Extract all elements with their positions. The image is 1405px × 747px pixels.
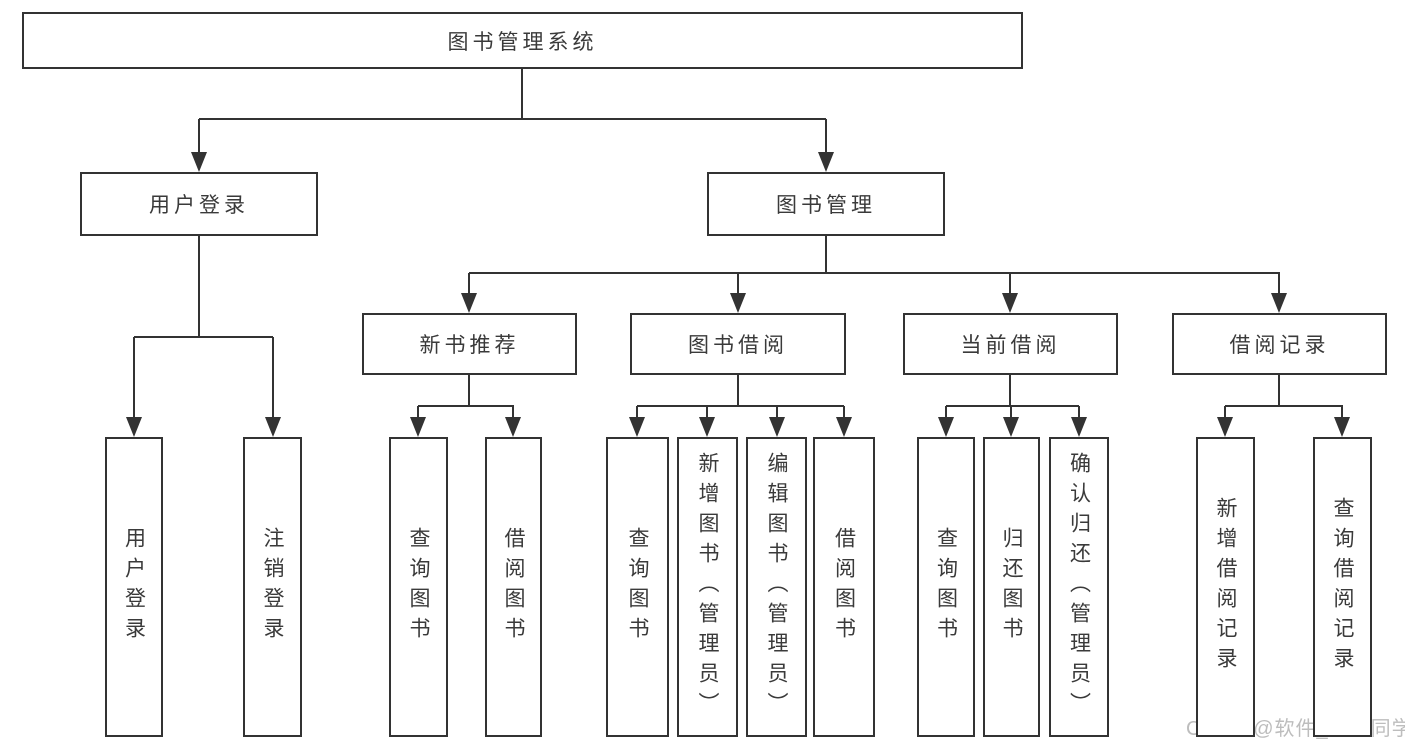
user-login-label: 用户登录 <box>149 194 249 217</box>
connector-line <box>1225 405 1343 407</box>
nbr-query-book-box: 查询图书 <box>389 437 448 737</box>
br-query-record-label: 查询借阅记录 <box>1331 497 1354 677</box>
nbr-borrow-book-box: 借阅图书 <box>485 437 542 737</box>
book-management-label: 图书管理 <box>776 194 876 217</box>
connector-line <box>945 406 947 417</box>
book-borrowing-box: 图书借阅 <box>630 313 846 375</box>
connector-line <box>843 406 845 417</box>
user-login-box: 用户登录 <box>80 172 318 236</box>
bb-edit-book-admin-label: 编辑图书（管理员） <box>765 452 788 722</box>
bb-borrow-book-box: 借阅图书 <box>813 437 875 737</box>
cb-query-book-label: 查询图书 <box>934 527 958 647</box>
arrow-down-icon <box>505 417 521 437</box>
br-query-record-box: 查询借阅记录 <box>1313 437 1372 737</box>
connector-line <box>417 406 419 417</box>
connector-line <box>469 272 1280 274</box>
arrow-down-icon <box>1071 417 1087 437</box>
connector-line <box>468 273 470 293</box>
connector-line <box>198 236 200 337</box>
arrow-down-icon <box>410 417 426 437</box>
bb-borrow-book-label: 借阅图书 <box>832 527 856 647</box>
connector-line <box>1010 406 1012 417</box>
arrow-down-icon <box>938 417 954 437</box>
borrowing-records-box: 借阅记录 <box>1172 313 1387 375</box>
arrow-down-icon <box>191 152 207 172</box>
book-borrowing-label: 图书借阅 <box>688 334 788 357</box>
arrow-down-icon <box>818 152 834 172</box>
arrow-down-icon <box>461 293 477 313</box>
connector-line <box>418 405 514 407</box>
arrow-down-icon <box>265 417 281 437</box>
br-add-record-box: 新增借阅记录 <box>1196 437 1255 737</box>
connector-line <box>737 273 739 293</box>
new-book-recommend-box: 新书推荐 <box>362 313 577 375</box>
cb-confirm-return-admin-box: 确认归还（管理员） <box>1049 437 1109 737</box>
cb-query-book-box: 查询图书 <box>917 437 975 737</box>
bb-query-book-label: 查询图书 <box>626 527 649 647</box>
connector-line <box>521 69 523 119</box>
arrow-down-icon <box>836 417 852 437</box>
arrow-down-icon <box>1002 293 1018 313</box>
current-borrowing-box: 当前借阅 <box>903 313 1118 375</box>
connector-line <box>1224 406 1226 417</box>
connector-line <box>1078 406 1080 417</box>
arrow-down-icon <box>629 417 645 437</box>
book-management-box: 图书管理 <box>707 172 945 236</box>
connector-line <box>737 375 739 406</box>
user-login-leaf-box: 用户登录 <box>105 437 163 737</box>
logout-leaf-label: 注销登录 <box>261 527 284 647</box>
connector-line <box>272 337 274 417</box>
connector-line <box>133 337 135 417</box>
connector-line <box>1278 375 1280 406</box>
connector-line <box>825 236 827 273</box>
connector-line <box>198 119 200 152</box>
current-borrowing-label: 当前借阅 <box>960 334 1061 357</box>
connector-line <box>468 375 470 406</box>
arrow-down-icon <box>1217 417 1233 437</box>
root-label: 图书管理系统 <box>447 30 598 54</box>
connector-line <box>1009 273 1011 293</box>
root-box: 图书管理系统 <box>22 12 1023 69</box>
nbr-borrow-book-label: 借阅图书 <box>502 527 525 647</box>
connector-line <box>825 119 827 152</box>
connector-line <box>706 406 708 417</box>
new-book-recommend-label: 新书推荐 <box>419 334 520 357</box>
connector-line <box>134 336 273 338</box>
arrow-down-icon <box>1271 293 1287 313</box>
bb-add-book-admin-label: 新增图书（管理员） <box>696 452 719 722</box>
arrow-down-icon <box>730 293 746 313</box>
connector-line <box>1341 406 1343 417</box>
connector-line <box>776 406 778 417</box>
arrow-down-icon <box>126 417 142 437</box>
bb-query-book-box: 查询图书 <box>606 437 669 737</box>
user-login-leaf-label: 用户登录 <box>122 527 146 647</box>
connector-line <box>637 405 844 407</box>
connector-line <box>1278 273 1280 293</box>
cb-return-book-box: 归还图书 <box>983 437 1040 737</box>
bb-edit-book-admin-box: 编辑图书（管理员） <box>746 437 807 737</box>
connector-line <box>636 406 638 417</box>
cb-return-book-label: 归还图书 <box>1000 527 1023 647</box>
borrowing-records-label: 借阅记录 <box>1229 334 1330 357</box>
cb-confirm-return-admin-label: 确认归还（管理员） <box>1067 452 1091 722</box>
arrow-down-icon <box>769 417 785 437</box>
nbr-query-book-label: 查询图书 <box>407 527 430 647</box>
logout-leaf-box: 注销登录 <box>243 437 302 737</box>
connector-line <box>512 406 514 417</box>
br-add-record-label: 新增借阅记录 <box>1214 497 1237 677</box>
connector-line <box>199 118 826 120</box>
bb-add-book-admin-box: 新增图书（管理员） <box>677 437 738 737</box>
connector-line <box>1009 375 1011 406</box>
arrow-down-icon <box>699 417 715 437</box>
arrow-down-icon <box>1334 417 1350 437</box>
arrow-down-icon <box>1003 417 1019 437</box>
connector-line <box>946 405 1079 407</box>
